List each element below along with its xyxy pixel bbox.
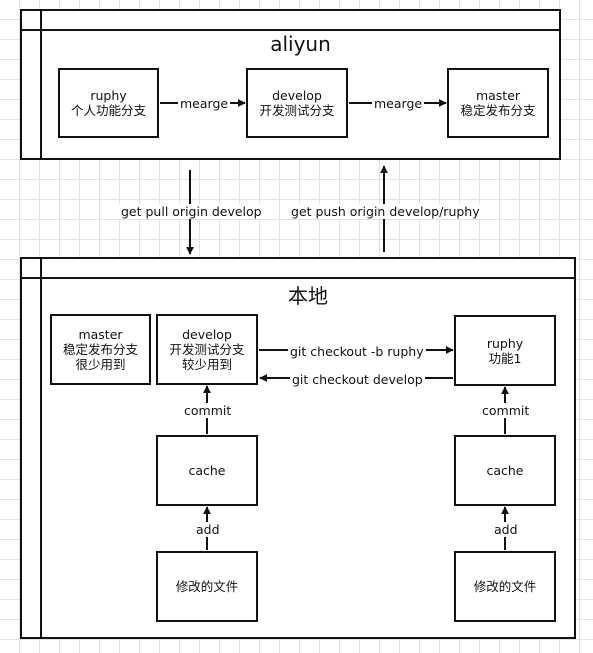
local-cache-left-node: cache: [156, 435, 258, 506]
node-label-name: ruphy: [90, 88, 127, 103]
local-master-node: master 稳定发布分支 很少用到: [50, 314, 151, 385]
commit-left-label: commit: [182, 403, 234, 418]
node-label-name: ruphy: [486, 335, 524, 351]
node-label-desc: 个人功能分支: [70, 103, 146, 118]
node-label-note: 很少用到: [75, 357, 126, 372]
node-label-desc: 功能1: [488, 350, 522, 366]
remote-master-node: master 稳定发布分支: [447, 68, 549, 138]
node-label-desc: 稳定发布分支: [62, 342, 138, 357]
merge-label-1: mearge: [178, 96, 231, 111]
node-label-note: 较少用到: [181, 357, 232, 372]
local-develop-node: develop 开发测试分支 较少用到: [156, 314, 258, 385]
node-label-name: master: [78, 327, 123, 342]
checkout-b-label: git checkout -b ruphy: [288, 344, 426, 359]
remote-container-header-line: [20, 29, 561, 31]
node-label-name: develop: [272, 88, 322, 103]
node-label-desc: 开发测试分支: [169, 342, 245, 357]
local-files-right-node: 修改的文件: [454, 551, 556, 622]
node-label-name: master: [475, 88, 521, 103]
merge-label-2: mearge: [372, 96, 425, 111]
checkout-develop-label: git checkout develop: [290, 372, 425, 387]
local-cache-right-node: cache: [454, 435, 556, 506]
add-left-label: add: [194, 522, 222, 537]
node-label-desc: 开发测试分支: [259, 103, 335, 118]
node-label-name: develop: [182, 327, 232, 342]
local-container-header-line: [20, 277, 576, 279]
remote-ruphy-node: ruphy 个人功能分支: [58, 68, 159, 138]
local-ruphy-node: ruphy 功能1: [454, 315, 556, 386]
remote-develop-node: develop 开发测试分支: [246, 68, 348, 138]
commit-right-label: commit: [480, 403, 532, 418]
remote-title: aliyun: [270, 32, 331, 56]
remote-container-side-line: [40, 9, 42, 160]
local-files-left-node: 修改的文件: [156, 551, 258, 622]
pull-command-label: get pull origin develop: [119, 204, 264, 219]
local-container-side-line: [40, 257, 42, 639]
push-command-label: get push origin develop/ruphy: [289, 204, 482, 219]
local-title: 本地: [288, 284, 328, 308]
node-label-desc: 稳定发布分支: [460, 103, 536, 118]
add-right-label: add: [492, 522, 520, 537]
